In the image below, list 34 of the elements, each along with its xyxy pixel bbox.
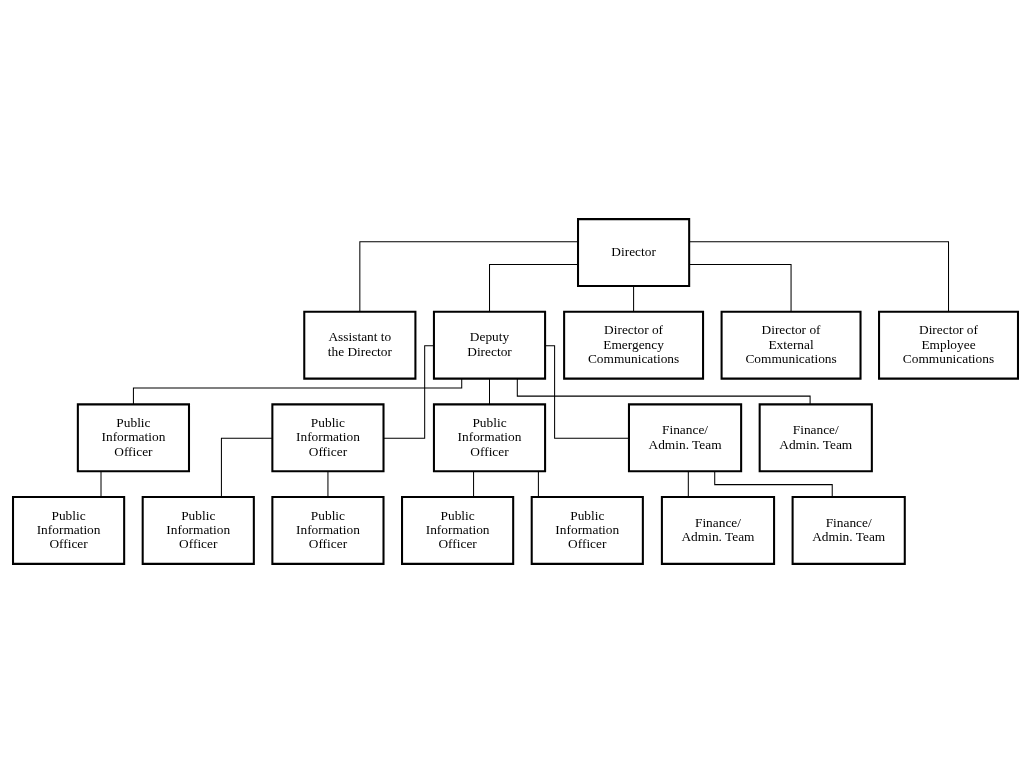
node-box: Director of Emergency Communications	[563, 310, 705, 380]
node-box: Public Information Officer	[141, 495, 255, 565]
node-box: Public Information Officer	[271, 495, 385, 565]
connector	[100, 470, 102, 497]
connector	[688, 240, 950, 312]
node-box: Finance/ Admin. Team	[660, 495, 776, 565]
connector	[544, 344, 630, 439]
connector	[633, 285, 635, 312]
connector	[383, 344, 435, 439]
connector	[473, 470, 475, 497]
connector	[489, 377, 491, 405]
node-box: Public Information Officer	[530, 495, 644, 565]
node-box: Director of Employee Communications	[878, 310, 1019, 380]
node-box: Public Information Officer	[76, 402, 191, 472]
connector	[516, 377, 811, 405]
connector	[327, 470, 329, 497]
node-box: Assistant to the Director	[303, 310, 417, 380]
connector	[537, 470, 539, 497]
node-box: Deputy Director	[432, 310, 547, 380]
node-box: Finance/ Admin. Team	[627, 402, 743, 472]
node-box: Director of External Communications	[720, 310, 862, 380]
connector	[132, 377, 463, 405]
connector	[687, 470, 689, 497]
connector	[489, 263, 579, 312]
connector	[359, 240, 579, 312]
node-box: Finance/ Admin. Team	[758, 402, 873, 472]
node-box: Public Information Officer	[271, 402, 385, 472]
connector	[689, 263, 792, 312]
node-box: Public Information Officer	[401, 495, 515, 565]
node-box: Director	[577, 217, 691, 287]
node-box: Public Information Officer	[12, 495, 126, 565]
node-box: Finance/ Admin. Team	[791, 495, 906, 565]
connector	[220, 437, 273, 497]
node-box: Public Information Officer	[432, 402, 547, 472]
